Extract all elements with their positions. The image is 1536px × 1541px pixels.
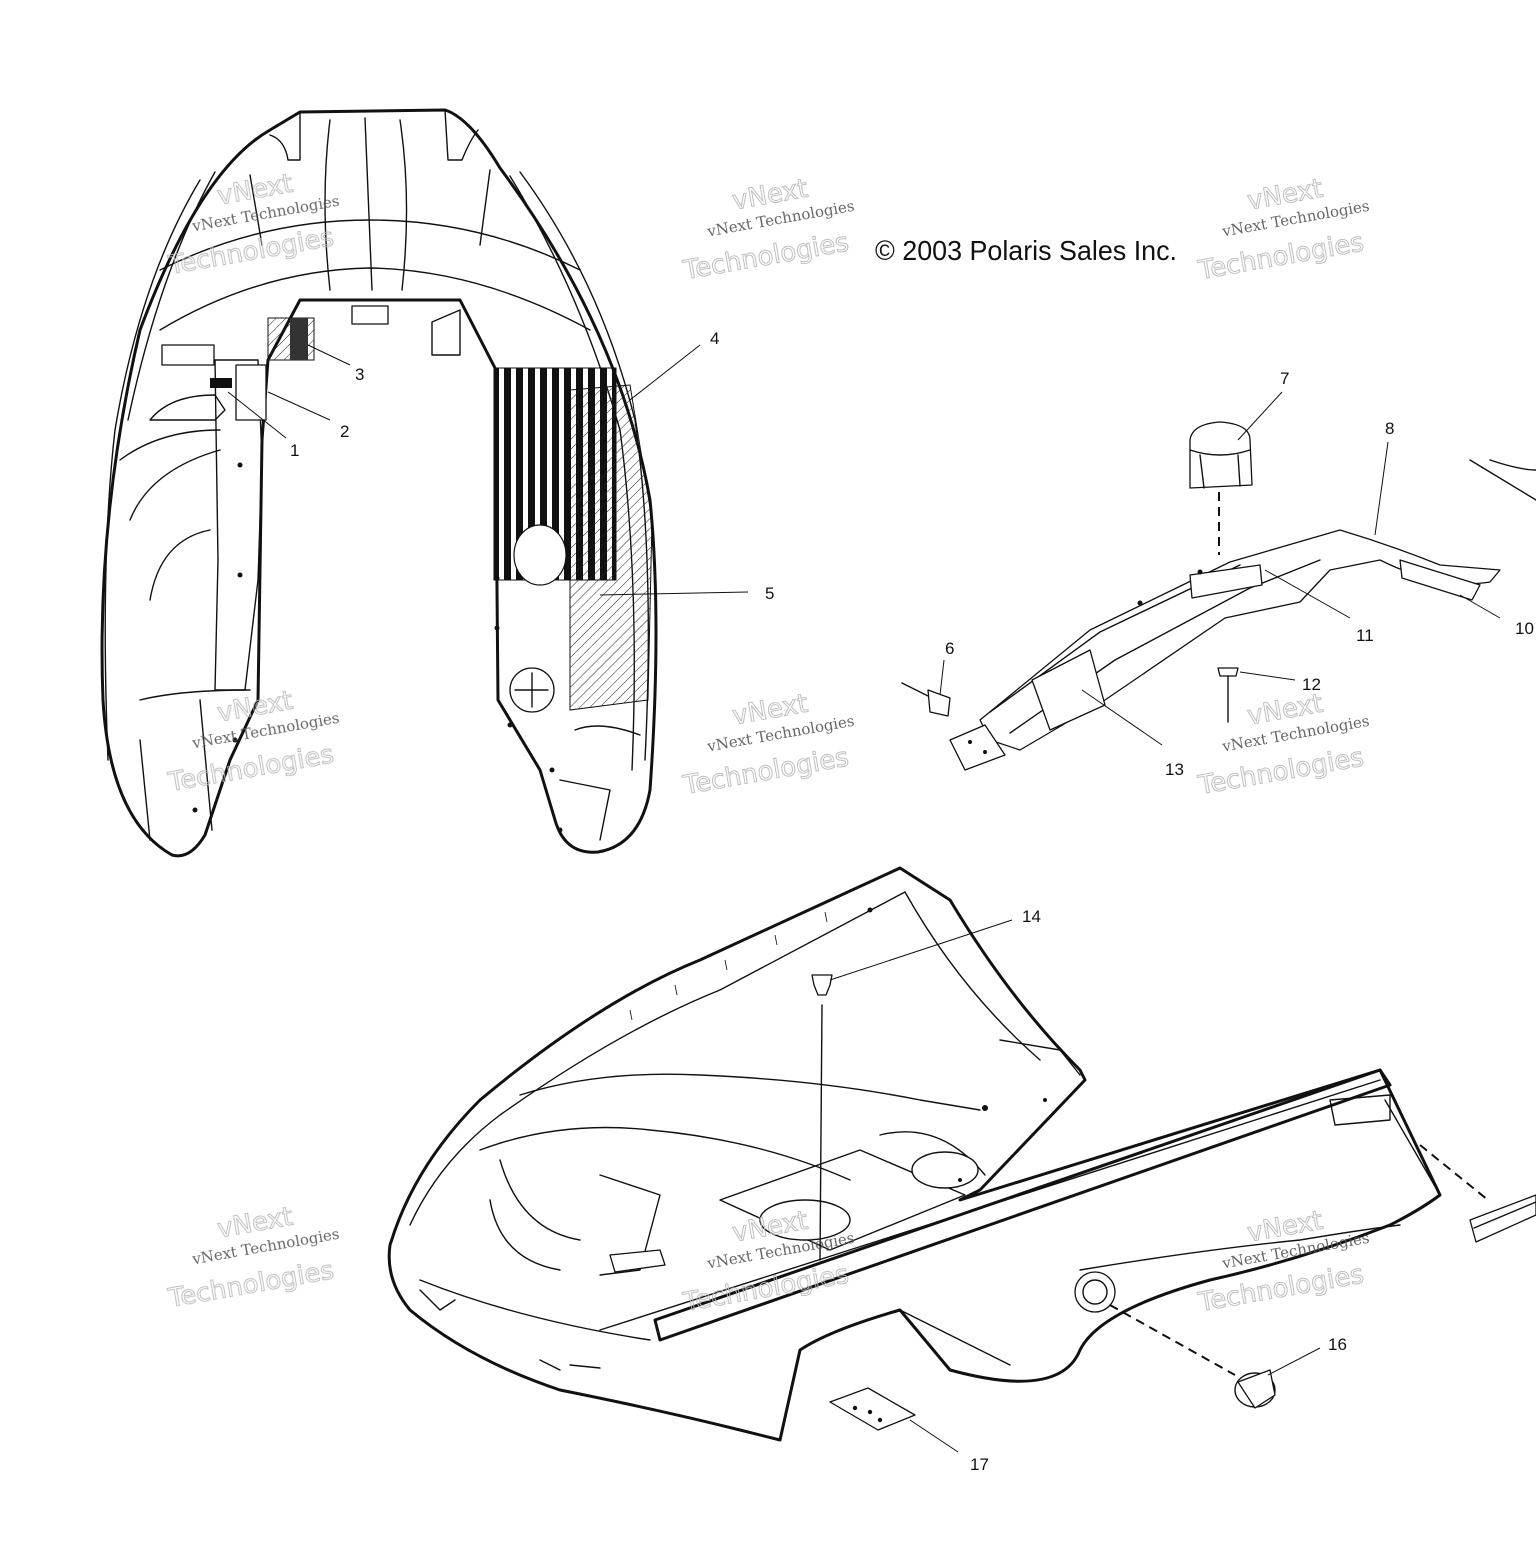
- watermark: vNext vNext Technologies Technologies: [680, 688, 856, 801]
- callout-13: 13: [1165, 760, 1184, 779]
- leader-lines: [227, 344, 1501, 1453]
- callout-6: 6: [945, 639, 954, 658]
- callout-5: 5: [765, 584, 774, 603]
- watermark: vNext vNext Technologies Technologies: [165, 1201, 341, 1314]
- callout-12: 12: [1302, 675, 1321, 694]
- svg-text:Technologies: Technologies: [1195, 1259, 1366, 1318]
- hood-edge-clips: [629, 911, 828, 1021]
- plug-part: [1109, 1304, 1276, 1409]
- callout-14: 14: [1022, 907, 1041, 926]
- callout-10: 10: [1515, 619, 1534, 638]
- svg-text:Technologies: Technologies: [1195, 742, 1366, 801]
- rear-cross-member-part: [949, 459, 1536, 771]
- svg-text:Technologies: Technologies: [680, 742, 851, 801]
- svg-text:Technologies: Technologies: [680, 1259, 851, 1318]
- callout-labels: 1 2 3 4 5 6 7 8 10 11 12 13 14 16 17: [290, 329, 1534, 1474]
- callout-3: 3: [355, 365, 364, 384]
- watermark: vNext vNext Technologies Technologies: [165, 168, 341, 281]
- svg-text:Technologies: Technologies: [165, 1255, 336, 1314]
- lens-plate-part: [1419, 1144, 1536, 1243]
- callout-17: 17: [970, 1455, 989, 1474]
- callout-4: 4: [710, 329, 719, 348]
- bracket-clip-part: [1189, 421, 1253, 555]
- watermark: vNext vNext Technologies Technologies: [165, 685, 341, 798]
- svg-text:Technologies: Technologies: [165, 739, 336, 798]
- copyright-text: © 2003 Polaris Sales Inc.: [875, 235, 1177, 266]
- callout-2: 2: [340, 422, 349, 441]
- hood-top-view: [387, 866, 1442, 1442]
- watermark: vNext vNext Technologies Technologies: [1195, 173, 1371, 286]
- svg-text:Technologies: Technologies: [680, 227, 851, 286]
- watermark: vNext vNext Technologies Technologies: [680, 173, 856, 286]
- hood-clip-part: [811, 974, 833, 1261]
- watermark: vNext vNext Technologies Technologies: [1195, 1205, 1371, 1318]
- svg-text:Technologies: Technologies: [1195, 227, 1366, 286]
- svg-text:Technologies: Technologies: [165, 222, 336, 281]
- callout-1: 1: [290, 441, 299, 460]
- callout-7: 7: [1280, 369, 1289, 388]
- foam-pad-part: [829, 1387, 916, 1431]
- callout-11: 11: [1356, 626, 1374, 645]
- callout-8: 8: [1385, 419, 1394, 438]
- hood-underside-view: [100, 108, 658, 858]
- rivet-part: [1217, 667, 1239, 723]
- watermark: vNext vNext Technologies Technologies: [1195, 688, 1371, 801]
- callout-16: 16: [1328, 1335, 1347, 1354]
- push-pin-part: [901, 682, 951, 717]
- watermarks: vNext vNext Technologies Technologies vN…: [165, 168, 1371, 1318]
